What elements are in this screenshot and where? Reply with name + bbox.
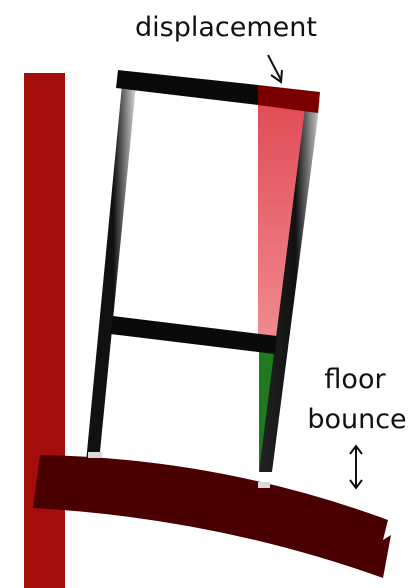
left-column-base (88, 452, 102, 458)
displacement-label: displacement (135, 12, 317, 43)
bounce-label: bounce (307, 404, 406, 435)
frame-top-beam (116, 70, 258, 105)
floor-label: floor (324, 364, 386, 395)
right-column-base (258, 482, 270, 488)
floor-slab (33, 455, 391, 578)
wall (24, 73, 65, 588)
frame-left-column (86, 85, 136, 462)
frame-middle-beam (110, 316, 277, 354)
